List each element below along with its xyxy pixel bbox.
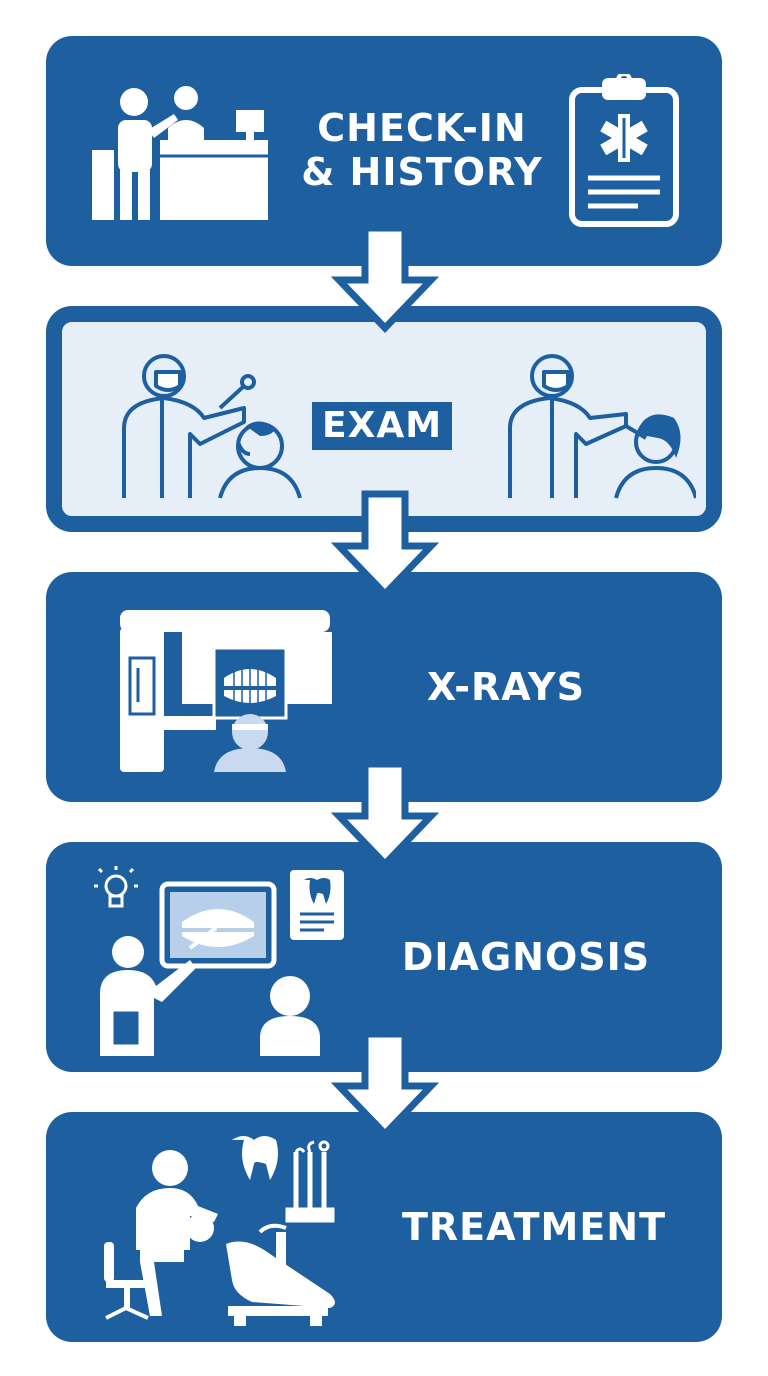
step-label-line2: & HISTORY — [301, 150, 543, 194]
step-label-x-rays: X-RAYS — [427, 665, 585, 709]
lightbulb-icon — [94, 866, 138, 908]
down-arrow-icon — [330, 760, 440, 870]
diagnosis-scene-icon — [94, 866, 344, 1056]
step-treatment: TREATMENT — [46, 1112, 722, 1342]
dentist-exam-female-patient-icon — [508, 354, 696, 499]
step-label-exam: EXAM — [312, 402, 453, 450]
panoramic-xray-machine-icon — [120, 610, 332, 772]
xray-monitor-icon — [159, 881, 277, 969]
dental-tools-icon — [285, 1140, 335, 1223]
step-diagnosis: DIAGNOSIS — [46, 842, 722, 1072]
step-x-rays: X-RAYS — [46, 572, 722, 802]
step-label-diagnosis: DIAGNOSIS — [401, 935, 651, 979]
down-arrow-icon — [330, 490, 440, 600]
dentist-exam-male-patient-icon — [122, 354, 302, 499]
patient-icon — [260, 976, 320, 1056]
tooth-chart-icon — [290, 870, 344, 940]
treatment-scene-icon — [104, 1136, 335, 1326]
step-label-line1: CHECK-IN — [317, 106, 527, 150]
step-label-treatment: TREATMENT — [401, 1205, 666, 1249]
reception-desk-icon — [92, 86, 268, 220]
tooth-icon — [232, 1136, 278, 1180]
clipboard-medical-icon — [569, 74, 679, 227]
step-label-check-in: CHECK-IN & HISTORY — [272, 106, 572, 194]
dentist-chair-icon — [104, 1150, 335, 1326]
down-arrow-icon — [330, 1030, 440, 1140]
down-arrow-icon — [330, 224, 440, 334]
